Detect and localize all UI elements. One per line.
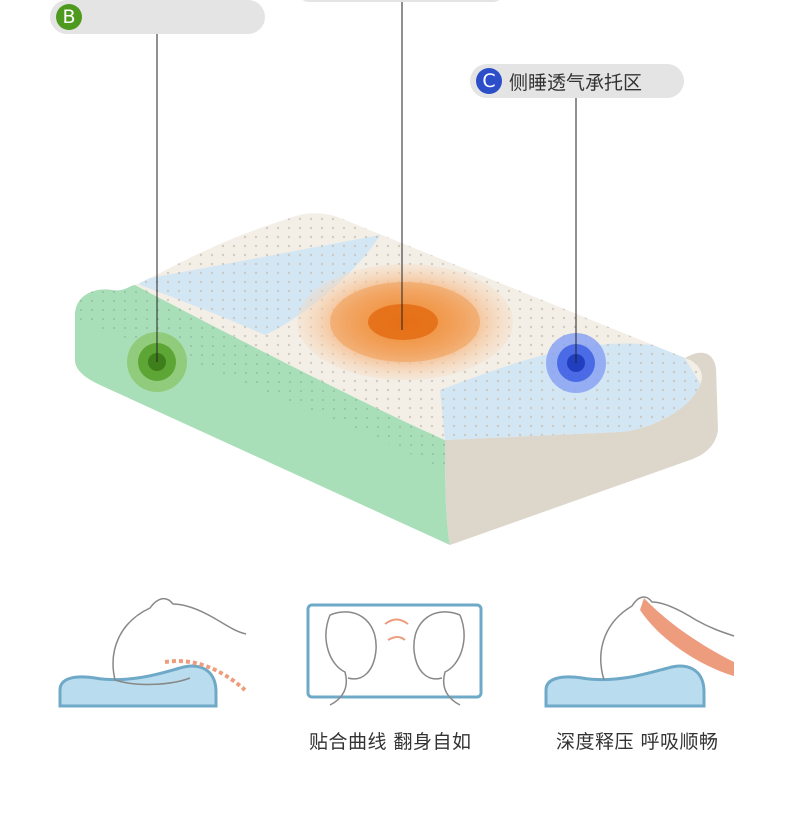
callout-a-pill [298,0,504,2]
breathing-illustration [544,596,735,708]
callout-b-pill: B [50,0,265,34]
caption-relieve-and-breathe: 深度释压 呼吸顺畅 [556,731,719,753]
callout-c-badge: C [476,68,502,94]
callout-c-pill: C 侧睡透气承托区 [470,64,684,98]
caption-fit-and-turn: 贴合曲线 翻身自如 [309,731,472,753]
turning-illustration [306,603,483,706]
callout-b-badge: B [56,4,82,30]
callout-c-label: 侧睡透气承托区 [509,71,643,94]
side-sleep-illustration [58,597,247,708]
